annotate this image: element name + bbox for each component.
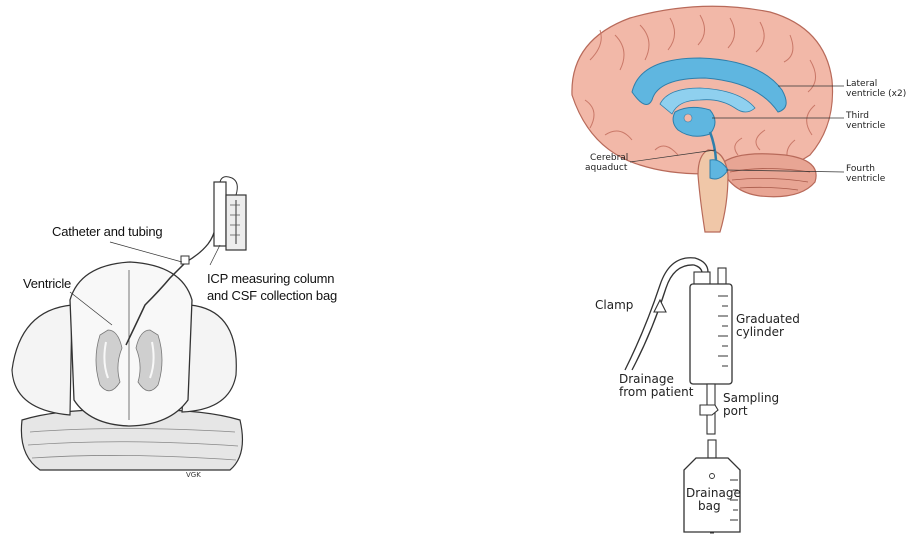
third-ventricle-label-1: Third [846, 111, 869, 121]
artist-signature: VGK [186, 471, 201, 479]
icp-column [214, 182, 226, 246]
cerebellum [720, 154, 816, 197]
third-ventricle-label-2: ventricle [846, 121, 885, 131]
head [70, 262, 192, 426]
evd-head-illustration: Catheter and tubing Ventricle ICP measur… [0, 170, 380, 490]
head-drawing [0, 170, 380, 490]
drainage-bag-label-2: bag [698, 500, 721, 513]
fourth-ventricle-label-1: Fourth [846, 164, 875, 174]
ventricle-label: Ventricle [23, 276, 71, 291]
lateral-ventricle-label-1: Lateral [846, 79, 877, 89]
cerebral-aqueduct-label-1: Cerebral [590, 153, 628, 163]
tubing [186, 228, 215, 262]
drainage-system-illustration: Clamp Graduated cylinder Drainage from p… [590, 240, 850, 535]
lateral-ventricle-label-2: ventricle (x2) [846, 89, 906, 99]
fourth-ventricle-label-2: ventricle [846, 174, 885, 184]
cerebral-aqueduct-label-2: aquaduct [585, 163, 627, 173]
left-ear [12, 305, 72, 415]
graduated-cylinder [690, 284, 732, 384]
graduated-cylinder-label-2: cylinder [736, 326, 784, 339]
clamp [654, 300, 666, 312]
csf-bag-label: and CSF collection bag [207, 288, 337, 303]
sampling-port-label-2: port [723, 405, 748, 418]
catheter-label: Catheter and tubing [52, 224, 162, 239]
drainage-from-label-2: from patient [619, 386, 693, 399]
brain-ventricles-illustration: Lateral ventricle (x2) Third ventricle C… [560, 0, 908, 235]
left-ventricle [96, 330, 122, 391]
clamp-label: Clamp [595, 299, 633, 312]
icp-column-label: ICP measuring column [207, 271, 334, 286]
right-ventricle [136, 330, 162, 391]
